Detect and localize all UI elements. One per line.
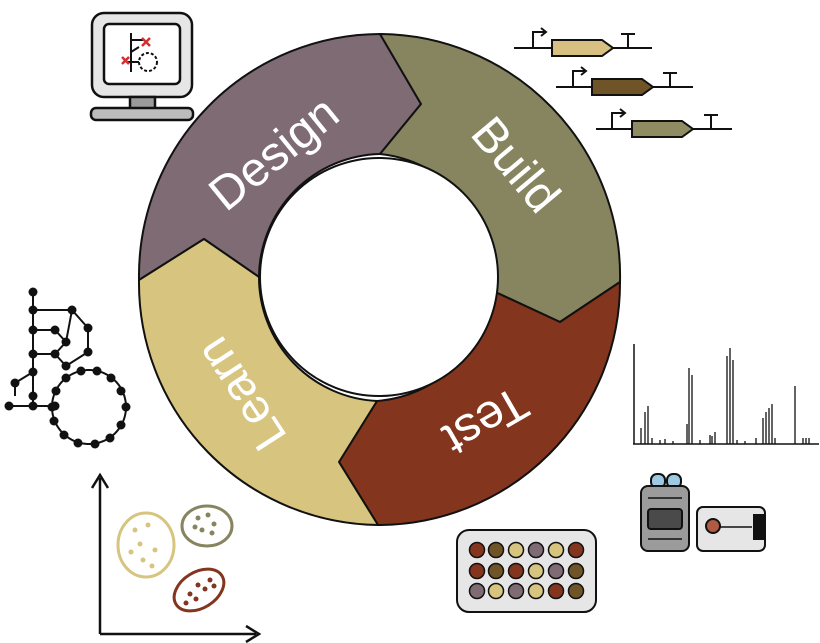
spectrum-peaks — [640, 348, 810, 444]
genetic-construct-icon — [514, 27, 732, 138]
construct-3 — [596, 108, 732, 138]
mass-spectrum-icon — [633, 344, 819, 445]
cycle-ring — [137, 33, 622, 526]
design-segment — [137, 33, 422, 281]
computer-monitor-icon — [89, 11, 195, 122]
learn-segment — [137, 238, 379, 526]
cluster-learn — [116, 511, 176, 579]
cycle-center-hole — [259, 157, 499, 397]
lab-instrument-icon — [640, 473, 766, 552]
cluster-test — [172, 567, 226, 613]
cluster-scatter-icon — [90, 472, 262, 643]
plate-wells — [468, 541, 585, 600]
well-plate-icon — [456, 529, 597, 613]
cluster-build — [180, 504, 234, 548]
design-edit-marks — [121, 37, 151, 65]
construct-1 — [514, 27, 652, 57]
metabolic-network-icon — [4, 287, 131, 449]
construct-2 — [556, 66, 693, 96]
